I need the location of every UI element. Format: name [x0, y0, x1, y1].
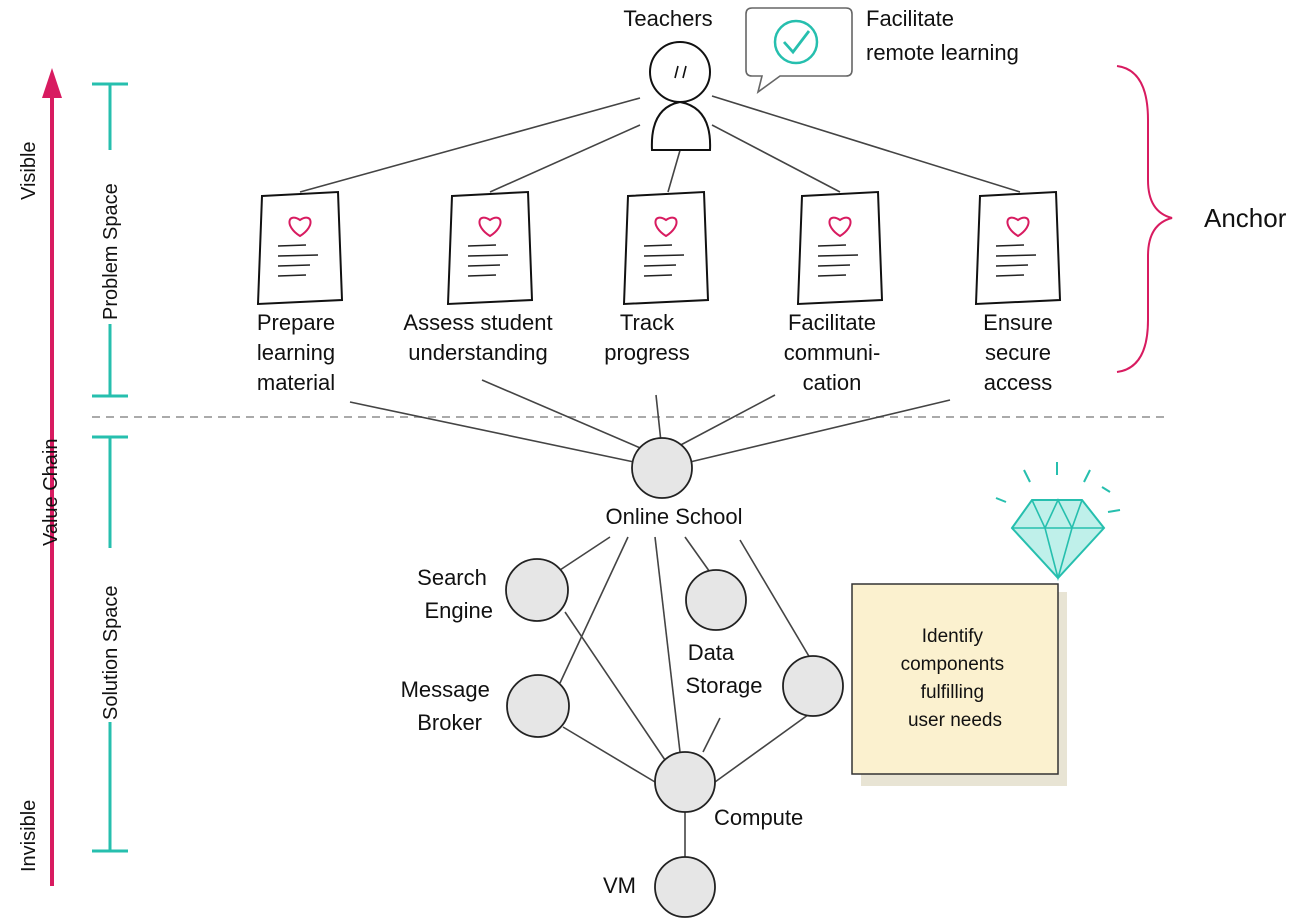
search-engine-line-1: Search: [417, 565, 487, 590]
need-item: Prepare learning material: [256, 190, 344, 395]
need-item: Track progress: [604, 190, 710, 365]
arrow-head-icon: [42, 68, 62, 98]
visible-label: Visible: [18, 141, 40, 200]
data-storage-label: Data Storage: [685, 640, 762, 698]
need-label: Prepare learning material: [257, 310, 335, 395]
value-chain-axis: Visible Value Chain Invisible: [18, 68, 62, 886]
speech-text: Facilitate remote learning: [866, 6, 1019, 65]
vm-label: VM: [603, 873, 636, 898]
need-label-line: progress: [604, 340, 690, 365]
unnamed-component-node: [782, 655, 844, 717]
search-engine-line-2: Engine: [424, 598, 493, 623]
data-storage-line-1: Data: [688, 640, 735, 665]
solution-space-bracket: Solution Space: [92, 435, 128, 853]
search-engine-node: Search Engine: [417, 558, 569, 623]
need-label: Track progress: [604, 310, 690, 365]
data-storage-line-2: Storage: [685, 673, 762, 698]
sticky-note-text: Identify components fulfilling user need…: [901, 626, 1010, 731]
problem-space-bracket: Problem Space: [92, 82, 128, 398]
anchor-label: Anchor: [1204, 203, 1287, 233]
message-broker-label: Message Broker: [401, 677, 496, 735]
teachers-label: Teachers: [623, 6, 712, 31]
need-label-line: Assess student: [403, 310, 552, 335]
vm-node: VM: [603, 856, 716, 918]
search-engine-label: Search Engine: [417, 565, 493, 623]
need-component-edges: [349, 379, 951, 463]
sticky-note-line-3: fulfilling: [921, 682, 984, 703]
invisible-label: Invisible: [18, 800, 40, 872]
online-school-node: Online School: [606, 437, 743, 529]
document-heart-icon: [446, 190, 534, 306]
document-heart-icon: [796, 190, 884, 306]
sticky-note: Identify components fulfilling user need…: [851, 583, 1067, 786]
need-item: Ensure secure access: [974, 190, 1062, 395]
message-broker-line-1: Message: [401, 677, 490, 702]
value-chain-label: Value Chain: [40, 439, 62, 546]
online-school-label: Online School: [606, 504, 743, 529]
user-needs: Prepare learning material Assess student und…: [256, 190, 1062, 395]
problem-space-label: Problem Space: [100, 183, 122, 320]
component-edges: [559, 536, 813, 857]
need-label-line: material: [257, 370, 335, 395]
message-broker-line-2: Broker: [417, 710, 482, 735]
message-broker-node: Message Broker: [401, 674, 570, 738]
sticky-note-line-2: components: [901, 654, 1005, 675]
need-label-line: Prepare: [257, 310, 335, 335]
data-storage-node: Data Storage: [685, 569, 763, 698]
need-label-line: secure: [985, 340, 1051, 365]
solution-space-label: Solution Space: [100, 585, 122, 720]
speech-line-1: Facilitate: [866, 6, 954, 31]
need-label-line: Facilitate: [788, 310, 876, 335]
anchor-brace: Anchor: [1116, 65, 1287, 373]
need-label-line: Track: [620, 310, 675, 335]
need-label: Ensure secure access: [983, 310, 1053, 395]
document-heart-icon: [974, 190, 1062, 306]
compute-label: Compute: [714, 805, 803, 830]
need-label-line: Ensure: [983, 310, 1053, 335]
user-need-edges: [299, 95, 1021, 193]
compute-node: Compute: [654, 751, 803, 830]
need-item: Facilitate communi-cation: [784, 190, 884, 395]
need-item: Assess student understanding: [403, 190, 553, 365]
need-label: Facilitate communi-cation: [784, 310, 881, 395]
document-heart-icon: [622, 190, 710, 306]
check-circle-icon: [773, 19, 819, 65]
need-label-line: understanding: [408, 340, 547, 365]
sticky-note-line-4: user needs: [908, 710, 1002, 731]
need-label-line: learning: [257, 340, 335, 365]
sticky-note-line-1: Identify: [922, 626, 984, 647]
document-heart-icon: [256, 190, 344, 306]
speech-bubble: [745, 7, 853, 94]
need-label-line: cation: [803, 370, 862, 395]
teacher-icon: [649, 41, 712, 151]
need-label-line: communi-: [784, 340, 881, 365]
need-label: Assess student understanding: [403, 310, 552, 365]
diamond-icon: [995, 462, 1121, 582]
speech-line-2: remote learning: [866, 40, 1019, 65]
need-label-line: access: [984, 370, 1052, 395]
